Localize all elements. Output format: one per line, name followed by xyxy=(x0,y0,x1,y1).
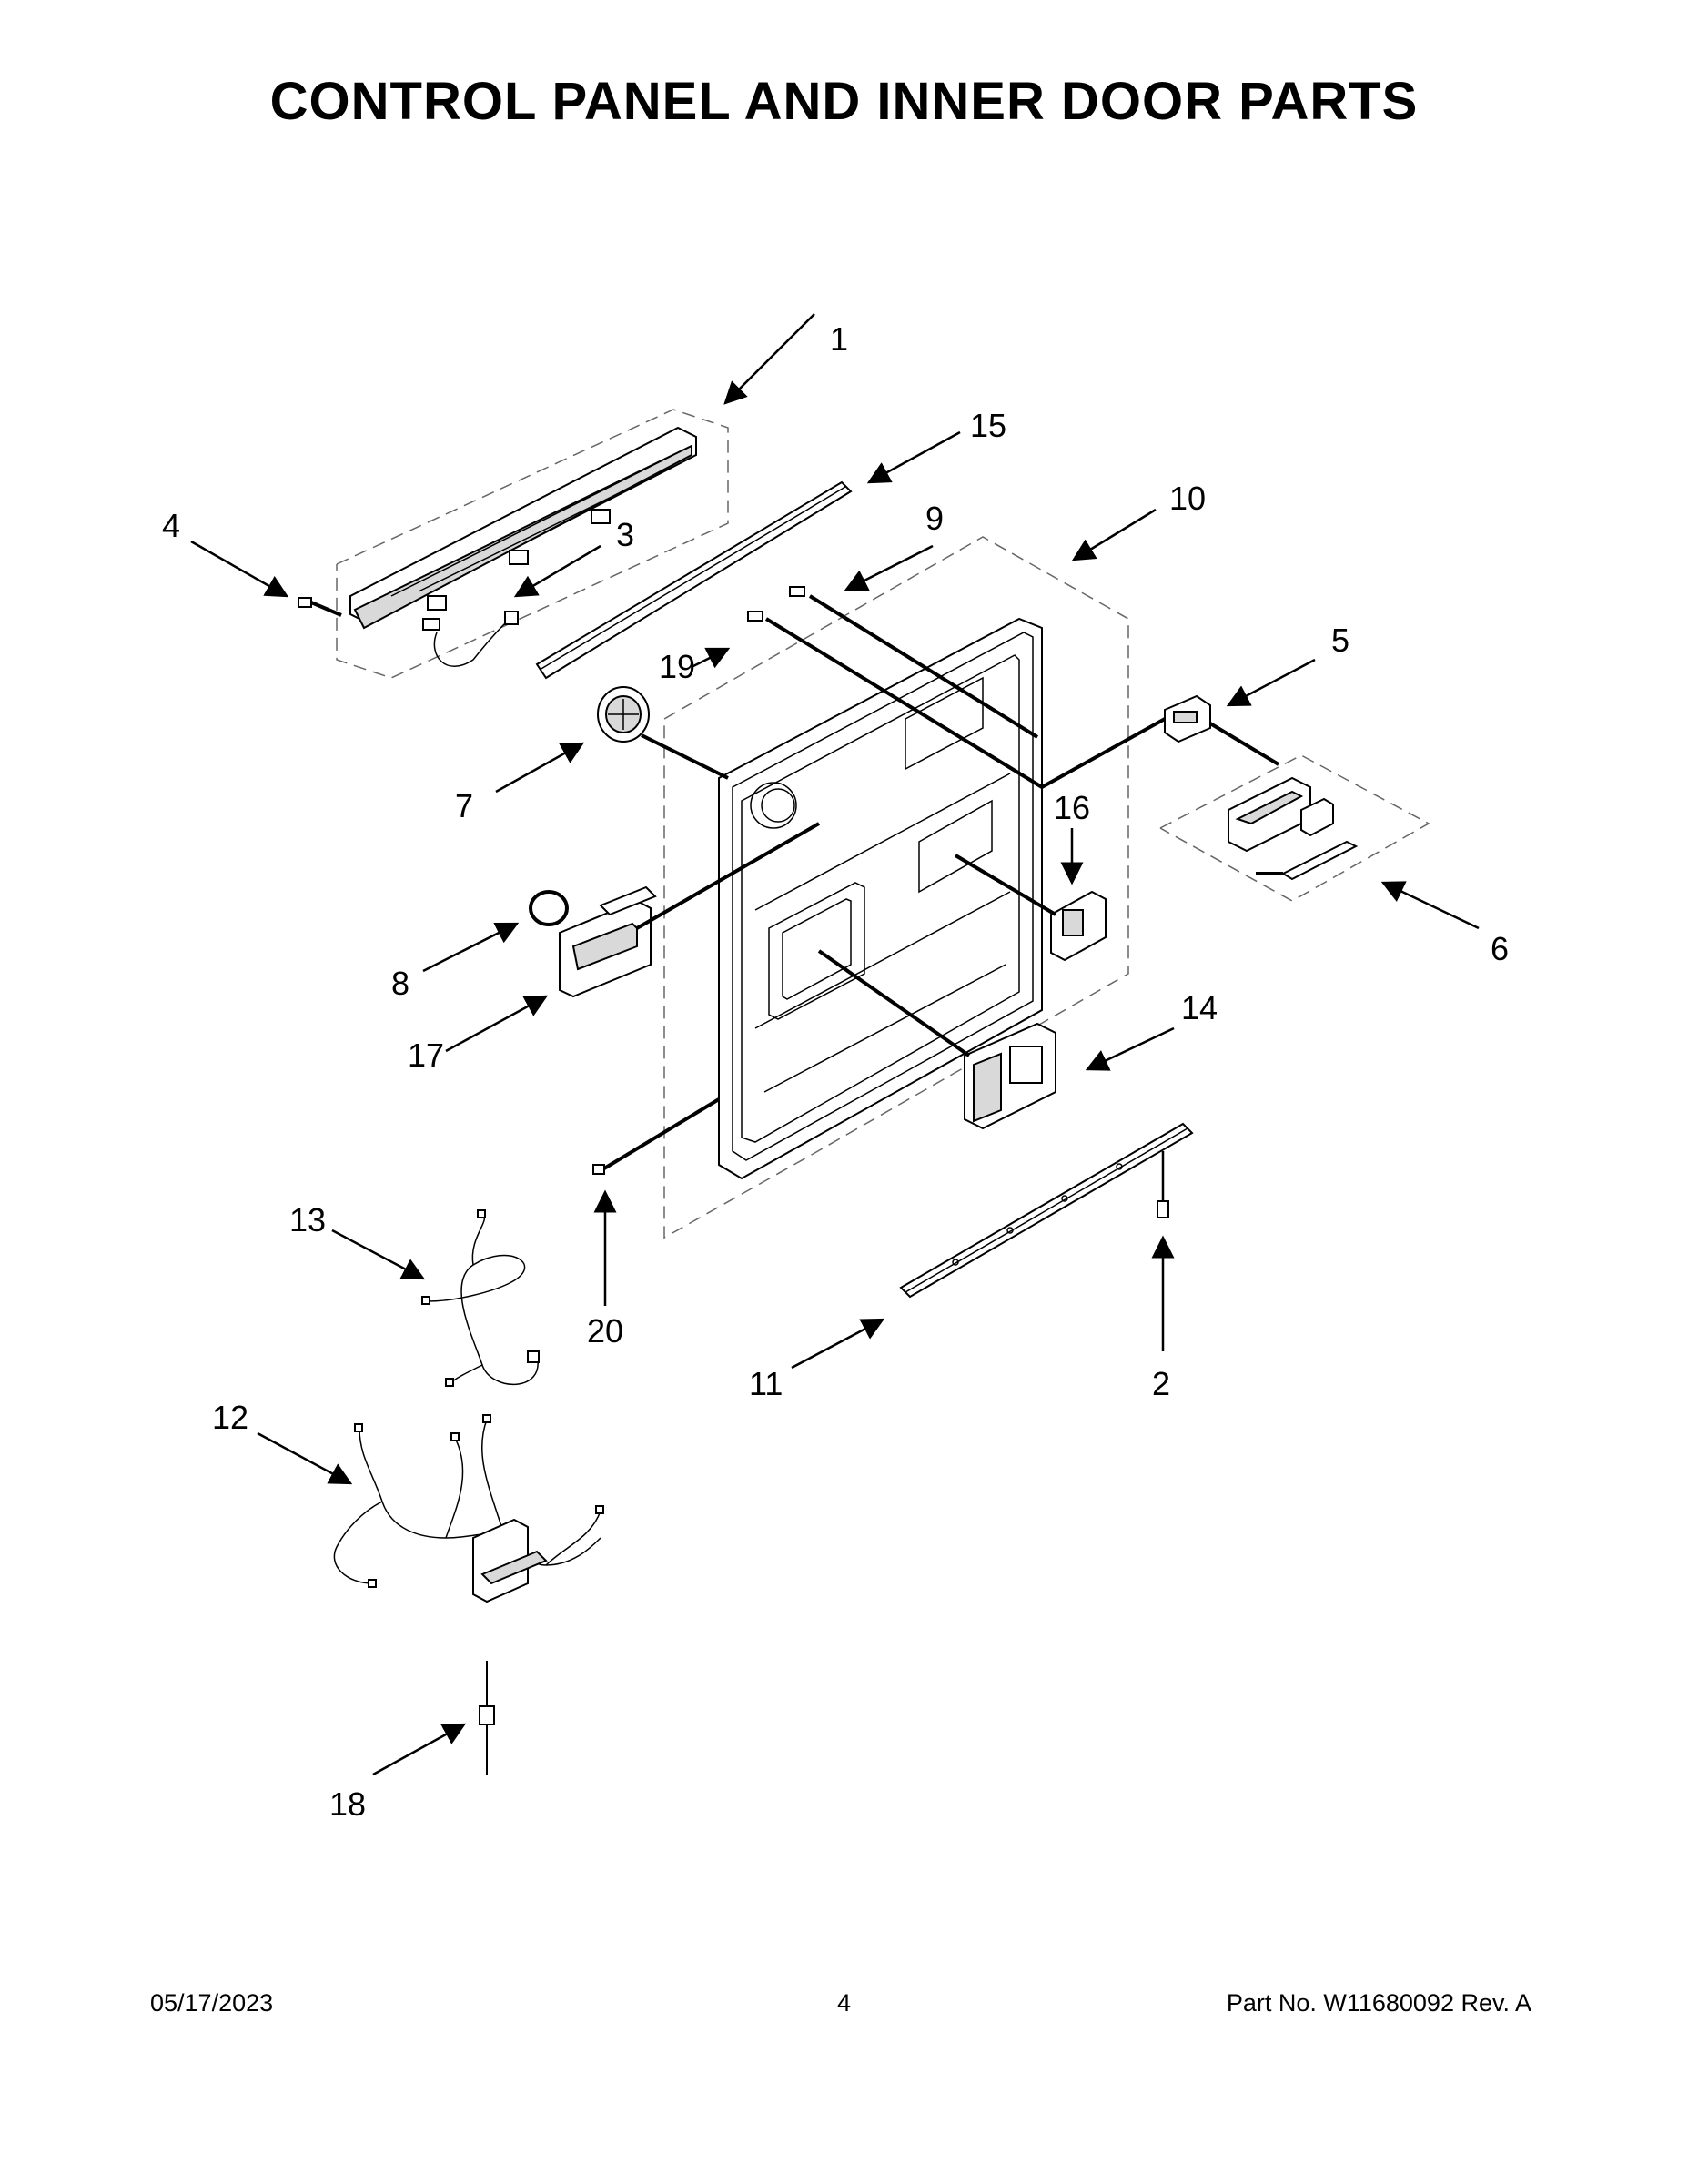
dispenser-part xyxy=(559,885,657,998)
screw-part-9 xyxy=(789,586,805,597)
screw-part-19 xyxy=(747,611,763,622)
callout-6: 6 xyxy=(1491,930,1509,967)
wire-harness-part-13 xyxy=(421,1209,540,1387)
screw-part-4 xyxy=(298,597,342,617)
callout-3: 3 xyxy=(616,516,634,553)
callout-8: 8 xyxy=(391,965,409,1002)
callout-1: 1 xyxy=(830,320,848,358)
callout-9: 9 xyxy=(925,500,944,537)
callout-10: 10 xyxy=(1169,480,1206,517)
callout-13: 13 xyxy=(289,1201,326,1239)
callout-12: 12 xyxy=(212,1399,248,1436)
footer-date: 05/17/2023 xyxy=(150,1989,274,2017)
callout-arrows xyxy=(190,313,1480,1776)
rail-part xyxy=(899,1122,1194,1299)
callout-20: 20 xyxy=(587,1312,623,1350)
callout-2: 2 xyxy=(1152,1365,1170,1402)
callout-4: 4 xyxy=(162,507,180,544)
control-module-part xyxy=(1228,776,1359,881)
gasket-strip-part xyxy=(535,480,853,680)
callout-7: 7 xyxy=(455,787,473,824)
bracket-part xyxy=(1050,890,1107,962)
sensor-part xyxy=(1164,694,1211,743)
o-ring-part xyxy=(529,890,569,926)
assembly-outline-door xyxy=(663,536,1129,1239)
footer-page-number: 4 xyxy=(836,1989,852,2017)
vent-part xyxy=(597,686,650,743)
control-wire-part xyxy=(422,611,519,667)
leader-lines xyxy=(602,594,1283,1170)
connector-part-18 xyxy=(479,1661,495,1774)
callout-18: 18 xyxy=(329,1785,366,1823)
callout-5: 5 xyxy=(1331,622,1349,659)
page-title: CONTROL PANEL AND INNER DOOR PARTS xyxy=(269,72,1419,131)
wire-harness-part-12 xyxy=(333,1414,604,1603)
callout-14: 14 xyxy=(1181,989,1218,1026)
callout-16: 16 xyxy=(1054,789,1090,826)
callout-19: 19 xyxy=(659,648,695,685)
screw-part-20 xyxy=(592,1164,605,1175)
electronic-control-part xyxy=(964,1022,1056,1130)
footer-part-number: Part No. W11680092 Rev. A xyxy=(1226,1989,1531,2017)
screw-part-2 xyxy=(1157,1151,1169,1218)
callout-17: 17 xyxy=(408,1036,444,1074)
callout-11: 11 xyxy=(749,1365,783,1402)
assembly-outline-control-panel xyxy=(336,409,729,679)
assembly-outline-module xyxy=(1159,754,1430,902)
inner-door-panel-part xyxy=(718,617,1043,1180)
callout-15: 15 xyxy=(970,407,1006,444)
control-panel-part xyxy=(349,426,697,630)
